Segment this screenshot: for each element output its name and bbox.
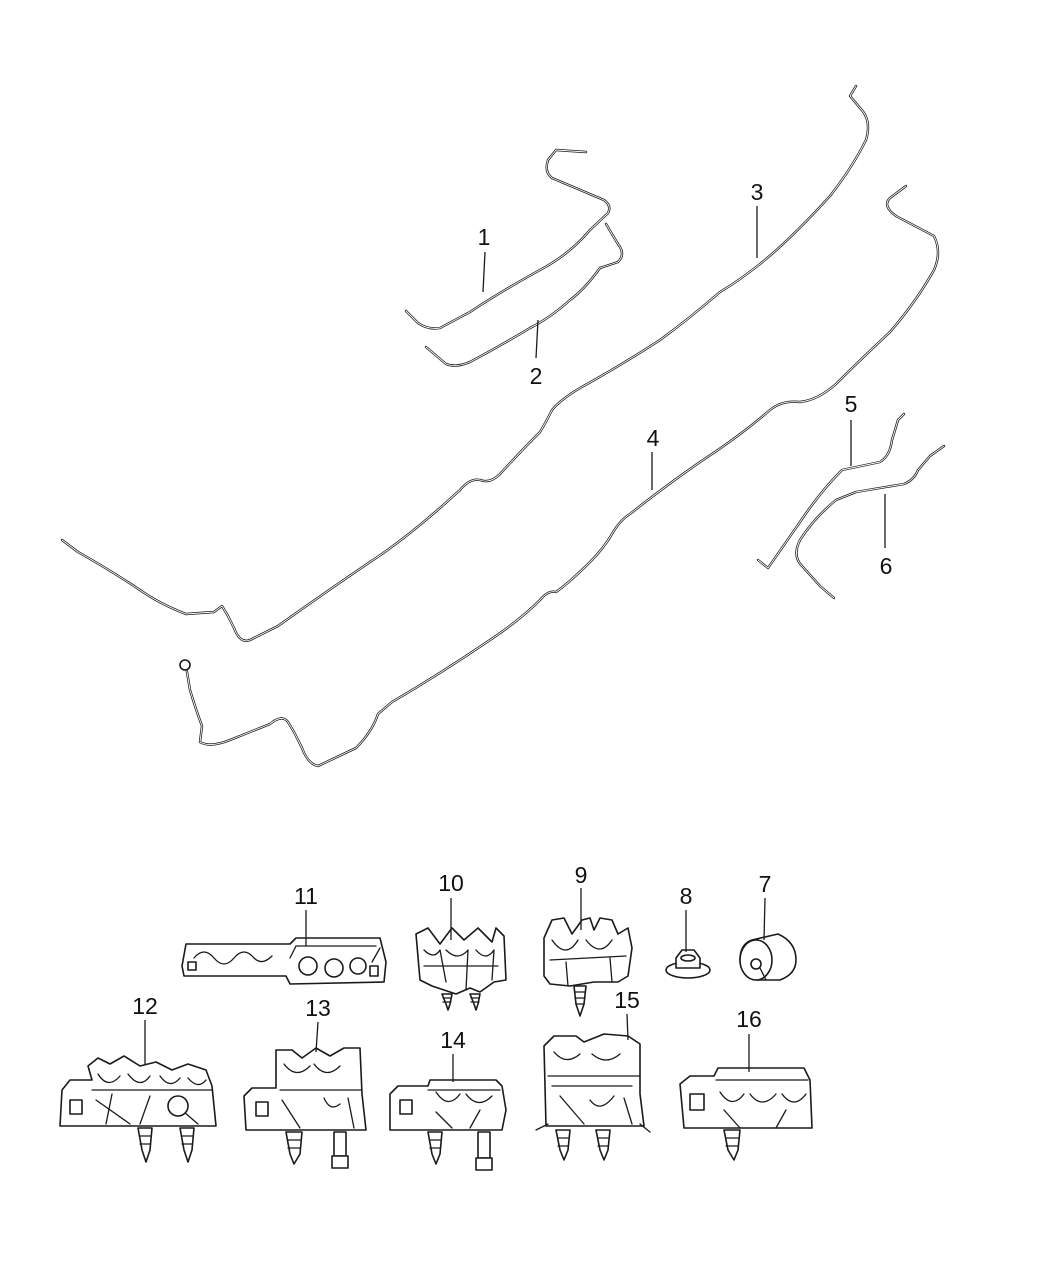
- clip-13: [243, 1047, 367, 1169]
- callout-labels: 1 2 3 4 5 6 7 8 9 10 11 12 13 14 15 16: [132, 179, 892, 1053]
- callout-15: 15: [614, 987, 640, 1013]
- callout-2: 2: [530, 363, 543, 389]
- callout-5: 5: [845, 391, 858, 417]
- clip-14: [389, 1079, 507, 1171]
- tube-2: [424, 222, 624, 367]
- nut-8: [665, 949, 711, 979]
- clip-12: [59, 1055, 217, 1163]
- callout-11: 11: [294, 883, 318, 909]
- callout-14: 14: [440, 1027, 466, 1053]
- callout-9: 9: [575, 862, 588, 888]
- callout-4: 4: [647, 425, 660, 451]
- tube-6: [795, 444, 946, 600]
- callout-13: 13: [305, 995, 331, 1021]
- clip-11: [181, 937, 387, 985]
- callout-8: 8: [680, 883, 693, 909]
- sleeve-7: [739, 933, 797, 981]
- tube-1: [404, 148, 611, 330]
- tube-5: [756, 412, 906, 570]
- callout-3: 3: [751, 179, 764, 205]
- clip-16: [679, 1067, 813, 1161]
- clip-10: [415, 927, 507, 1011]
- clip-15: [535, 1033, 651, 1161]
- tube-4: [179, 184, 940, 768]
- leader-lines: [144, 206, 886, 1082]
- tube-3: [60, 84, 870, 642]
- callout-16: 16: [736, 1006, 762, 1032]
- callout-1: 1: [478, 224, 491, 250]
- callout-6: 6: [880, 553, 893, 579]
- clip-9: [543, 917, 633, 1017]
- callout-10: 10: [438, 870, 464, 896]
- callout-12: 12: [132, 993, 158, 1019]
- callout-7: 7: [759, 871, 772, 897]
